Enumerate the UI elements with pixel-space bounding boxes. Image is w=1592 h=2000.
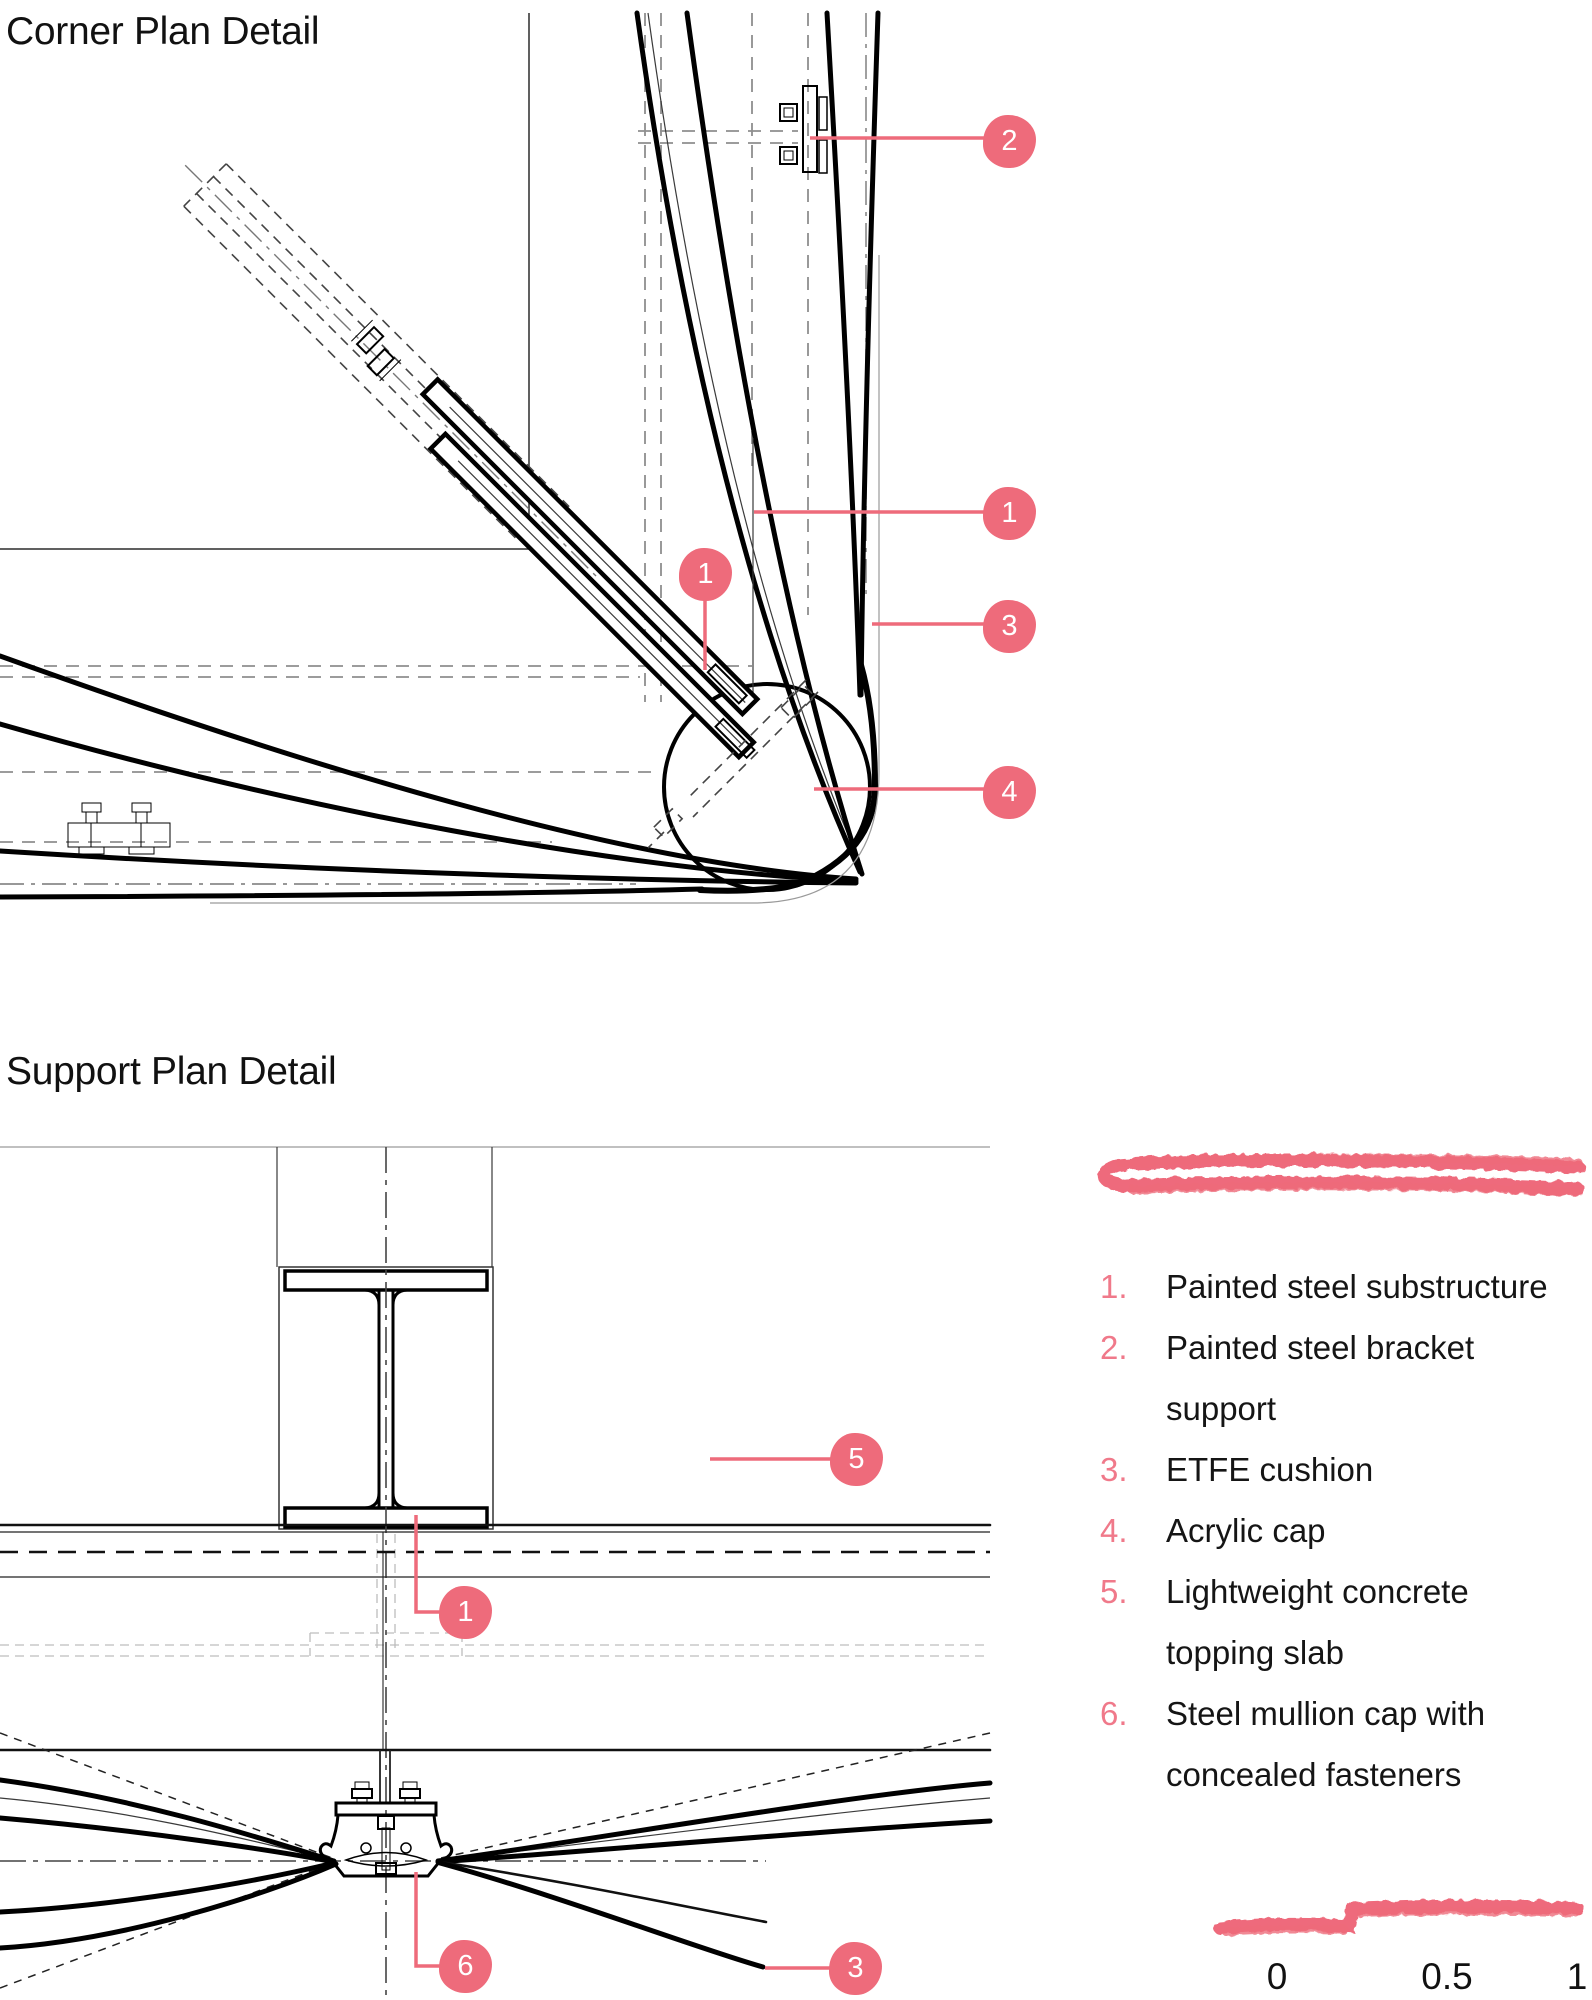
legend-item-text: Painted steel bracket support: [1166, 1329, 1475, 1427]
legend-item-1: 1. Painted steel substructure: [1100, 1256, 1566, 1317]
legend-item-text: Lightweight concrete topping slab: [1166, 1573, 1469, 1671]
support-plan-title: Support Plan Detail: [6, 1050, 337, 1093]
corner-plan-title: Corner Plan Detail: [6, 10, 320, 53]
legend-highlight-scribble: [1097, 1153, 1585, 1196]
legend-item-5: 5. Lightweight concrete topping slab: [1100, 1561, 1566, 1683]
legend-item-number: 6.: [1100, 1695, 1128, 1732]
legend-item-6: 6. Steel mullion cap with concealed faste…: [1100, 1683, 1566, 1805]
concrete-slab: [0, 1147, 990, 1526]
steel-beam-section: [283, 1269, 489, 1529]
legend-item-number: 1.: [1100, 1268, 1128, 1305]
scale-label-0: 0: [1266, 1956, 1288, 1997]
corner-plan-drawing: [0, 10, 881, 904]
legend-item-number: 4.: [1100, 1512, 1128, 1549]
scale-label-1: 1: [1566, 1956, 1588, 1997]
legend-item-number: 3.: [1100, 1451, 1128, 1488]
legend-item-3: 3. ETFE cushion: [1100, 1439, 1566, 1500]
legend-item-4: 4. Acrylic cap: [1100, 1500, 1566, 1561]
legend-item-text: Acrylic cap: [1166, 1512, 1326, 1549]
legend-item-text: Steel mullion cap with concealed fastene…: [1166, 1695, 1486, 1793]
corner-strut: [183, 163, 761, 761]
legend-item-number: 5.: [1100, 1573, 1128, 1610]
support-plan-drawing: [0, 1146, 993, 2000]
legend-item-2: 2. Painted steel bracket support: [1100, 1317, 1566, 1439]
scale-label-0.5: 0.5: [1421, 1956, 1473, 1997]
legend-item-text: Painted steel substructure: [1166, 1268, 1548, 1305]
legend-item-number: 2.: [1100, 1329, 1128, 1366]
scale-bar-scribble: [1213, 1899, 1585, 1936]
anchor-bolt-pair: [67, 802, 171, 855]
mullion-cap-detail: [318, 1781, 454, 1878]
legend-item-text: ETFE cushion: [1166, 1451, 1374, 1488]
material-legend: 1. Painted steel substructure 2. Painted st…: [1100, 1256, 1566, 1805]
bracket-support-detail: [779, 85, 828, 174]
